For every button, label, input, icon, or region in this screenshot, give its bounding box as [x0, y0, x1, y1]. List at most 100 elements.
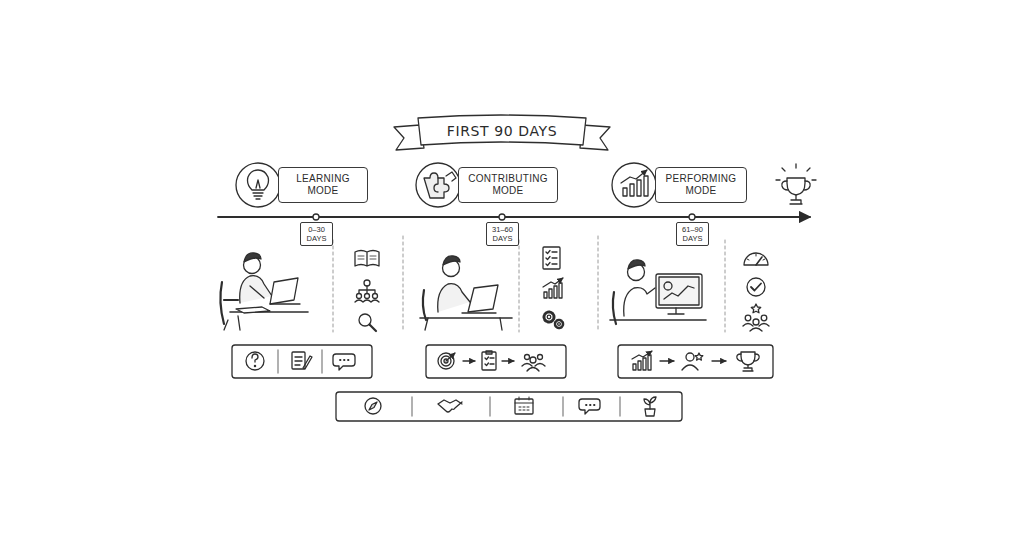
gears-icon: [547, 315, 551, 319]
person-presenting: [664, 286, 694, 299]
person-studying: [250, 286, 264, 298]
contributing-actions-box: [463, 360, 475, 361]
node-label: 61–90 DAYS: [679, 225, 706, 243]
dashed-divider: [403, 236, 404, 332]
person-studying: [244, 253, 261, 262]
trophy-icon: [782, 181, 810, 190]
habits-box: [336, 392, 682, 421]
person-working: [423, 290, 426, 320]
lightbulb-icon: [248, 170, 269, 190]
day-range-tag: 31–60 DAYS: [486, 222, 519, 246]
team-star-icon: [751, 304, 760, 313]
person-studying: [224, 316, 240, 330]
contributing-actions-box: [522, 364, 545, 372]
check-circle-icon: [747, 278, 765, 296]
day-range-tag: 61–90 DAYS: [676, 222, 709, 246]
habits-box: [579, 399, 600, 414]
person-presenting: [624, 288, 655, 316]
person-studying: [220, 282, 238, 324]
contributing-actions-box: [502, 360, 514, 361]
puzzle-icon: [416, 163, 460, 207]
habits-box: [645, 409, 655, 416]
book-icon: [358, 256, 376, 259]
mode-label-box: PERFORMING MODE: [655, 167, 747, 203]
performing-actions-box: [633, 364, 636, 370]
growth-chart-icon: [623, 188, 627, 196]
person-working: [462, 312, 496, 313]
title-ribbon: [394, 115, 610, 150]
trophy-icon: [776, 164, 816, 180]
day-range-tag: 0–30 DAYS: [300, 222, 333, 246]
person-working: [420, 317, 512, 319]
person-presenting: [628, 260, 645, 269]
dashed-divider: [598, 236, 599, 332]
checklist-icon: [546, 251, 557, 266]
puzzle-icon: [446, 172, 456, 181]
contributing-actions-box: [438, 353, 454, 369]
contributing-actions-box: [426, 345, 566, 378]
person-presenting: [659, 277, 699, 305]
person-presenting: [668, 308, 684, 314]
checklist-icon: [543, 247, 560, 269]
trophy-icon: [787, 178, 805, 195]
timeline-arrow: [313, 214, 319, 220]
learning-actions-box: [254, 365, 255, 366]
habits-box: [369, 402, 377, 410]
growth-chart-icon: [612, 163, 656, 207]
book-icon: [355, 251, 379, 267]
learning-actions-box: [340, 359, 349, 361]
gears-icon: [544, 312, 563, 328]
dashed-divider: [333, 240, 334, 332]
bar-chart-icon: [554, 286, 557, 298]
puzzle-icon: [424, 173, 449, 198]
team-star-icon: [745, 315, 751, 321]
mode-label-box: LEARNING MODE: [278, 167, 368, 203]
habits-box: [365, 398, 381, 414]
dashed-divider: [333, 236, 725, 332]
org-chart-icon: [357, 294, 362, 299]
person-studying: [240, 276, 272, 303]
learning-actions-box: [232, 345, 372, 378]
illustration: [218, 115, 816, 421]
gears-icon: [544, 312, 554, 322]
performing-actions-box: [648, 355, 651, 370]
gauge-icon: [744, 253, 768, 265]
person-working: [438, 284, 470, 312]
team-star-icon: [743, 304, 769, 331]
person-studying: [270, 278, 298, 304]
person-working: [425, 318, 502, 330]
contributing-actions-box: [525, 355, 530, 360]
person-presenting: [664, 282, 672, 290]
performing-actions-box: [695, 353, 703, 360]
learning-actions-box: [252, 354, 258, 362]
node-label: 31–60 DAYS: [489, 225, 516, 243]
org-chart-icon: [355, 280, 379, 302]
growth-chart-icon: [612, 163, 656, 207]
lightbulb-icon: [256, 180, 260, 188]
learning-actions-box: [333, 354, 355, 370]
lightbulb-icon: [236, 163, 280, 207]
learning-actions-box: [246, 352, 264, 370]
performing-actions-box: [737, 354, 759, 371]
person-presenting: [610, 319, 706, 321]
person-working: [443, 256, 460, 265]
node-label: 0–30 DAYS: [303, 225, 330, 243]
performing-actions-box: [638, 361, 641, 370]
contributing-actions-box: [530, 357, 536, 363]
trophy-icon: [776, 164, 816, 204]
habits-box: [336, 392, 682, 421]
performing-actions-box: [660, 360, 674, 361]
habits-box: [644, 397, 656, 409]
book-icon: [355, 251, 379, 267]
contributing-actions-box: [426, 345, 566, 378]
magnifier-icon: [359, 314, 376, 331]
timeline-arrow: [689, 214, 695, 220]
gauge-icon: [744, 253, 768, 265]
bar-chart-icon: [544, 292, 547, 298]
diagram-title: FIRST 90 DAYS: [421, 117, 583, 144]
learning-actions-box: [278, 350, 322, 373]
habits-box: [438, 400, 462, 412]
org-chart-icon: [359, 286, 375, 293]
